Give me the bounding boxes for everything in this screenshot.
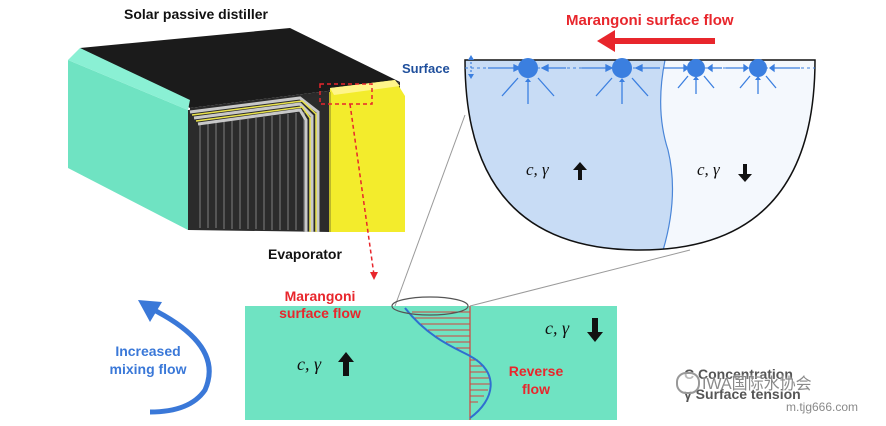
reverse-flow-label: Reverse flow xyxy=(508,363,564,397)
arrow-up-channel xyxy=(338,352,354,376)
marangoni-arrow-top xyxy=(597,30,715,52)
watermark-url: m.tjg666.com xyxy=(786,400,859,414)
marangoni-flow-label-channel: Marangoni surface flow xyxy=(279,288,361,321)
legend-concentration: C Concentration xyxy=(684,366,793,382)
c-gamma-zoom-low: c, γ xyxy=(697,160,720,179)
heat-sink-fins xyxy=(199,112,305,231)
evaporator-label: Evaporator xyxy=(268,246,342,262)
c-gamma-channel-high: c, γ xyxy=(297,354,322,374)
watermark-org: IWA国际水协会 xyxy=(702,376,812,393)
zoom-pointer-line xyxy=(349,103,375,276)
water-channel xyxy=(245,306,617,420)
c-gamma-channel-low: c, γ xyxy=(545,318,570,338)
legend-surface-tension: γ Surface tension xyxy=(684,386,801,402)
mixing-flow-arrow xyxy=(148,305,212,415)
molecule-nodes xyxy=(518,58,767,78)
velocity-profile-curve xyxy=(404,307,492,419)
arrow-down-channel xyxy=(587,318,603,342)
arrow-up-zoom xyxy=(573,162,587,180)
node-1 xyxy=(518,58,538,78)
marangoni-flow-label-top: Marangoni surface flow xyxy=(566,12,734,29)
increased-mixing-label: Increased mixing flow xyxy=(109,343,187,377)
surface-label: Surface xyxy=(402,61,450,76)
velocity-profile-hatch xyxy=(412,311,490,403)
surface-tension-arrows xyxy=(488,63,800,73)
distiller-teal-body xyxy=(68,60,188,230)
distiller-title: Solar passive distiller xyxy=(124,6,268,22)
node-3 xyxy=(687,59,705,77)
arrow-down-zoom xyxy=(738,164,752,182)
surface-zoom-marker xyxy=(391,296,469,316)
c-gamma-zoom-high: c, γ xyxy=(526,160,549,179)
wechat-icon xyxy=(676,372,700,394)
zoom-selection-box xyxy=(319,83,373,105)
node-2 xyxy=(612,58,632,78)
node-4 xyxy=(749,59,767,77)
evaporator-plate xyxy=(330,80,405,232)
distillation-stages xyxy=(189,96,320,232)
watermark: IWA国际水协会 m.tjg666.com xyxy=(676,368,876,422)
